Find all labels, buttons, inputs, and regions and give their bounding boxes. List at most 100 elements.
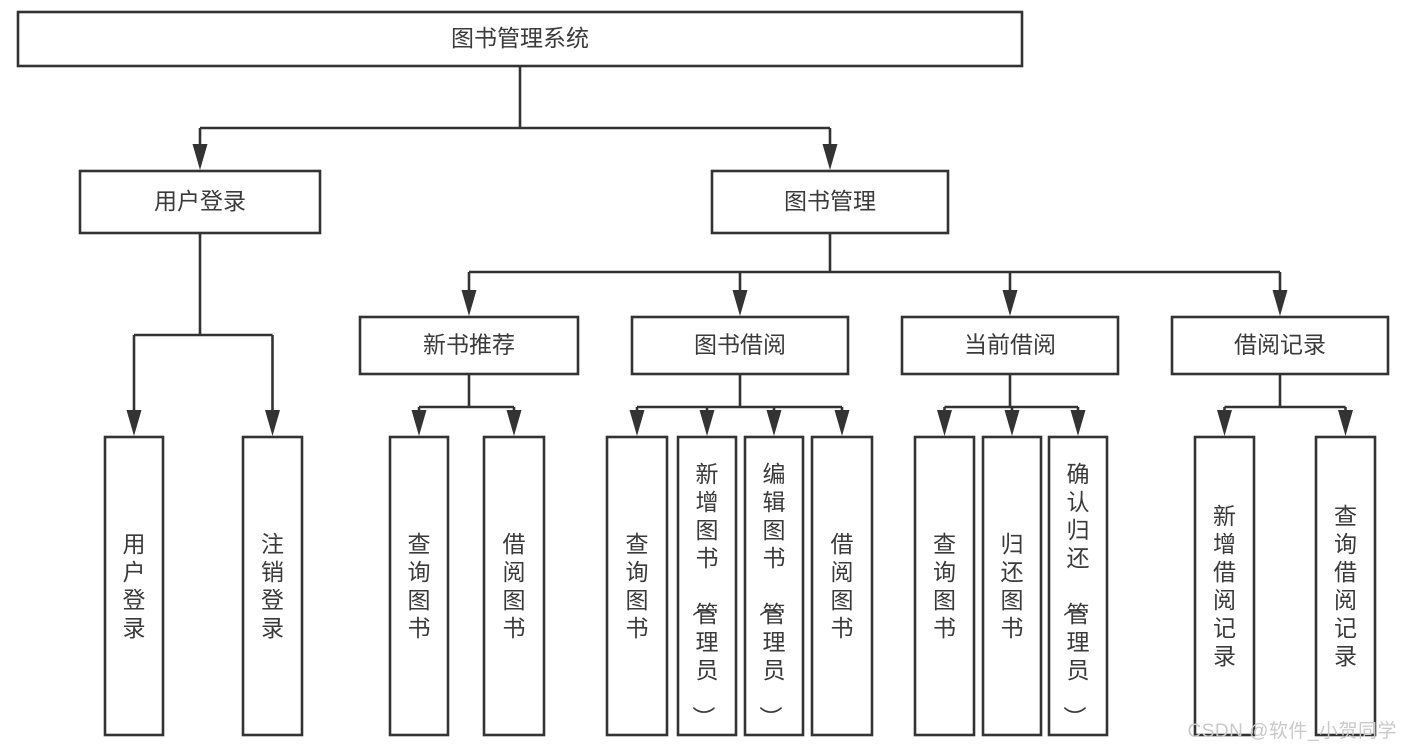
node-book-borrow[interactable]: 图书借阅 — [630, 315, 850, 376]
vertical-char: 增 — [1213, 531, 1236, 557]
vertical-char: 员 — [763, 657, 786, 683]
vertical-char: 编 — [763, 461, 786, 487]
node-label-leaf-query-book-rec: 查询图书 — [408, 531, 431, 641]
connectors-layer — [126, 66, 1353, 436]
node-leaf-borrow-book[interactable]: 借阅图书 — [810, 435, 874, 737]
vertical-char: 借 — [1213, 559, 1236, 585]
vertical-char: 书 — [503, 615, 526, 641]
node-book-manage[interactable]: 图书管理 — [710, 169, 950, 235]
node-leaf-user-login[interactable]: 用户登录 — [103, 435, 165, 737]
node-leaf-return-book[interactable]: 归还图书 — [981, 435, 1043, 737]
vertical-char: （ — [691, 594, 717, 617]
vertical-char: 书 — [933, 615, 956, 641]
arrow-head-icon — [506, 410, 522, 436]
node-box-user-login[interactable] — [78, 169, 322, 235]
node-box-leaf-borrow-book-rec[interactable] — [482, 435, 546, 737]
vertical-char: 图 — [1001, 587, 1024, 613]
node-root[interactable]: 图书管理系统 — [16, 10, 1024, 68]
node-new-book-rec[interactable]: 新书推荐 — [358, 315, 580, 376]
vertical-char: 图 — [696, 517, 719, 543]
node-user-login[interactable]: 用户登录 — [78, 169, 322, 235]
vertical-char: 户 — [123, 559, 146, 585]
node-label-leaf-logout: 注销登录 — [261, 531, 284, 641]
node-box-current-borrow[interactable] — [900, 315, 1120, 376]
node-leaf-query-record[interactable]: 查询借阅记录 — [1314, 435, 1377, 737]
vertical-char: 登 — [123, 587, 146, 613]
arrow-head-icon — [834, 410, 850, 436]
vertical-char: 管 — [696, 601, 719, 627]
arrow-head-icon — [766, 410, 782, 436]
node-leaf-query-book-borrow[interactable]: 查询图书 — [605, 435, 669, 737]
vertical-char: 还 — [1067, 545, 1090, 571]
vertical-char: 记 — [1213, 615, 1236, 641]
node-box-leaf-logout[interactable] — [241, 435, 304, 737]
node-leaf-edit-book[interactable]: 编辑图书（管理员） — [743, 435, 805, 737]
vertical-char: 书 — [1001, 615, 1024, 641]
node-box-leaf-add-record[interactable] — [1193, 435, 1256, 737]
vertical-char: ） — [758, 706, 784, 729]
node-box-book-borrow[interactable] — [630, 315, 850, 376]
node-label-leaf-edit-book: 编辑图书（管理员） — [758, 461, 786, 729]
node-label-current-borrow: 当前借阅 — [964, 332, 1056, 358]
node-box-leaf-query-record[interactable] — [1314, 435, 1377, 737]
vertical-char: 录 — [1213, 643, 1236, 669]
node-box-book-manage[interactable] — [710, 169, 950, 235]
vertical-char: 图 — [933, 587, 956, 613]
arrow-head-icon — [461, 290, 477, 316]
vertical-char: 询 — [626, 559, 649, 585]
arrow-head-icon — [937, 410, 952, 436]
vertical-char: 书 — [763, 545, 786, 571]
node-box-new-book-rec[interactable] — [358, 315, 580, 376]
node-label-leaf-add-record: 新增借阅记录 — [1213, 503, 1236, 669]
node-leaf-query-book-rec[interactable]: 查询图书 — [388, 435, 450, 737]
arrow-head-icon — [699, 410, 715, 436]
vertical-char: 阅 — [1213, 587, 1236, 613]
arrow-head-icon — [126, 410, 142, 436]
vertical-char: 询 — [933, 559, 956, 585]
node-box-leaf-query-book-cur[interactable] — [913, 435, 976, 737]
arrow-head-icon — [1002, 290, 1018, 316]
node-box-leaf-user-login[interactable] — [103, 435, 165, 737]
arrow-head-icon — [192, 144, 208, 170]
node-leaf-logout[interactable]: 注销登录 — [241, 435, 304, 737]
node-box-leaf-query-book-rec[interactable] — [388, 435, 450, 737]
node-box-leaf-return-book[interactable] — [981, 435, 1043, 737]
node-label-leaf-return-book: 归还图书 — [1001, 531, 1024, 641]
node-label-leaf-borrow-book-rec: 借阅图书 — [503, 531, 526, 641]
node-box-root[interactable] — [16, 10, 1024, 68]
node-leaf-borrow-book-rec[interactable]: 借阅图书 — [482, 435, 546, 737]
node-box-leaf-confirm-return[interactable] — [1047, 435, 1109, 737]
node-box-leaf-borrow-book[interactable] — [810, 435, 874, 737]
node-leaf-query-book-cur[interactable]: 查询图书 — [913, 435, 976, 737]
arrow-head-icon — [1272, 290, 1288, 316]
node-box-borrow-record[interactable] — [1170, 315, 1390, 376]
vertical-char: 借 — [831, 531, 854, 557]
vertical-char: 还 — [1001, 559, 1024, 585]
node-label-book-borrow: 图书借阅 — [694, 332, 786, 358]
vertical-char: 理 — [1067, 629, 1090, 655]
arrow-head-icon — [629, 410, 645, 436]
node-current-borrow[interactable]: 当前借阅 — [900, 315, 1120, 376]
vertical-char: 阅 — [831, 559, 854, 585]
vertical-char: 查 — [1334, 503, 1357, 529]
node-label-leaf-add-book: 新增图书（管理员） — [691, 461, 719, 729]
vertical-char: 阅 — [1334, 587, 1357, 613]
nodes-layer: 图书管理系统用户登录图书管理新书推荐图书借阅当前借阅借阅记录用户登录注销登录查询… — [16, 10, 1390, 737]
node-leaf-add-record[interactable]: 新增借阅记录 — [1193, 435, 1256, 737]
vertical-char: 员 — [696, 657, 719, 683]
node-leaf-confirm-return[interactable]: 确认归还（管理员） — [1047, 435, 1109, 737]
node-label-leaf-query-book-borrow: 查询图书 — [626, 531, 649, 641]
vertical-char: ） — [1062, 706, 1088, 729]
node-leaf-add-book[interactable]: 新增图书（管理员） — [676, 435, 738, 737]
node-borrow-record[interactable]: 借阅记录 — [1170, 315, 1390, 376]
node-box-leaf-query-book-borrow[interactable] — [605, 435, 669, 737]
vertical-char: 图 — [626, 587, 649, 613]
node-box-leaf-add-book[interactable] — [676, 435, 738, 737]
node-box-leaf-edit-book[interactable] — [743, 435, 805, 737]
vertical-char: 阅 — [503, 559, 526, 585]
node-label-borrow-record: 借阅记录 — [1234, 332, 1326, 358]
vertical-char: 记 — [1334, 615, 1357, 641]
vertical-char: 借 — [1334, 559, 1357, 585]
arrow-head-icon — [822, 144, 838, 170]
